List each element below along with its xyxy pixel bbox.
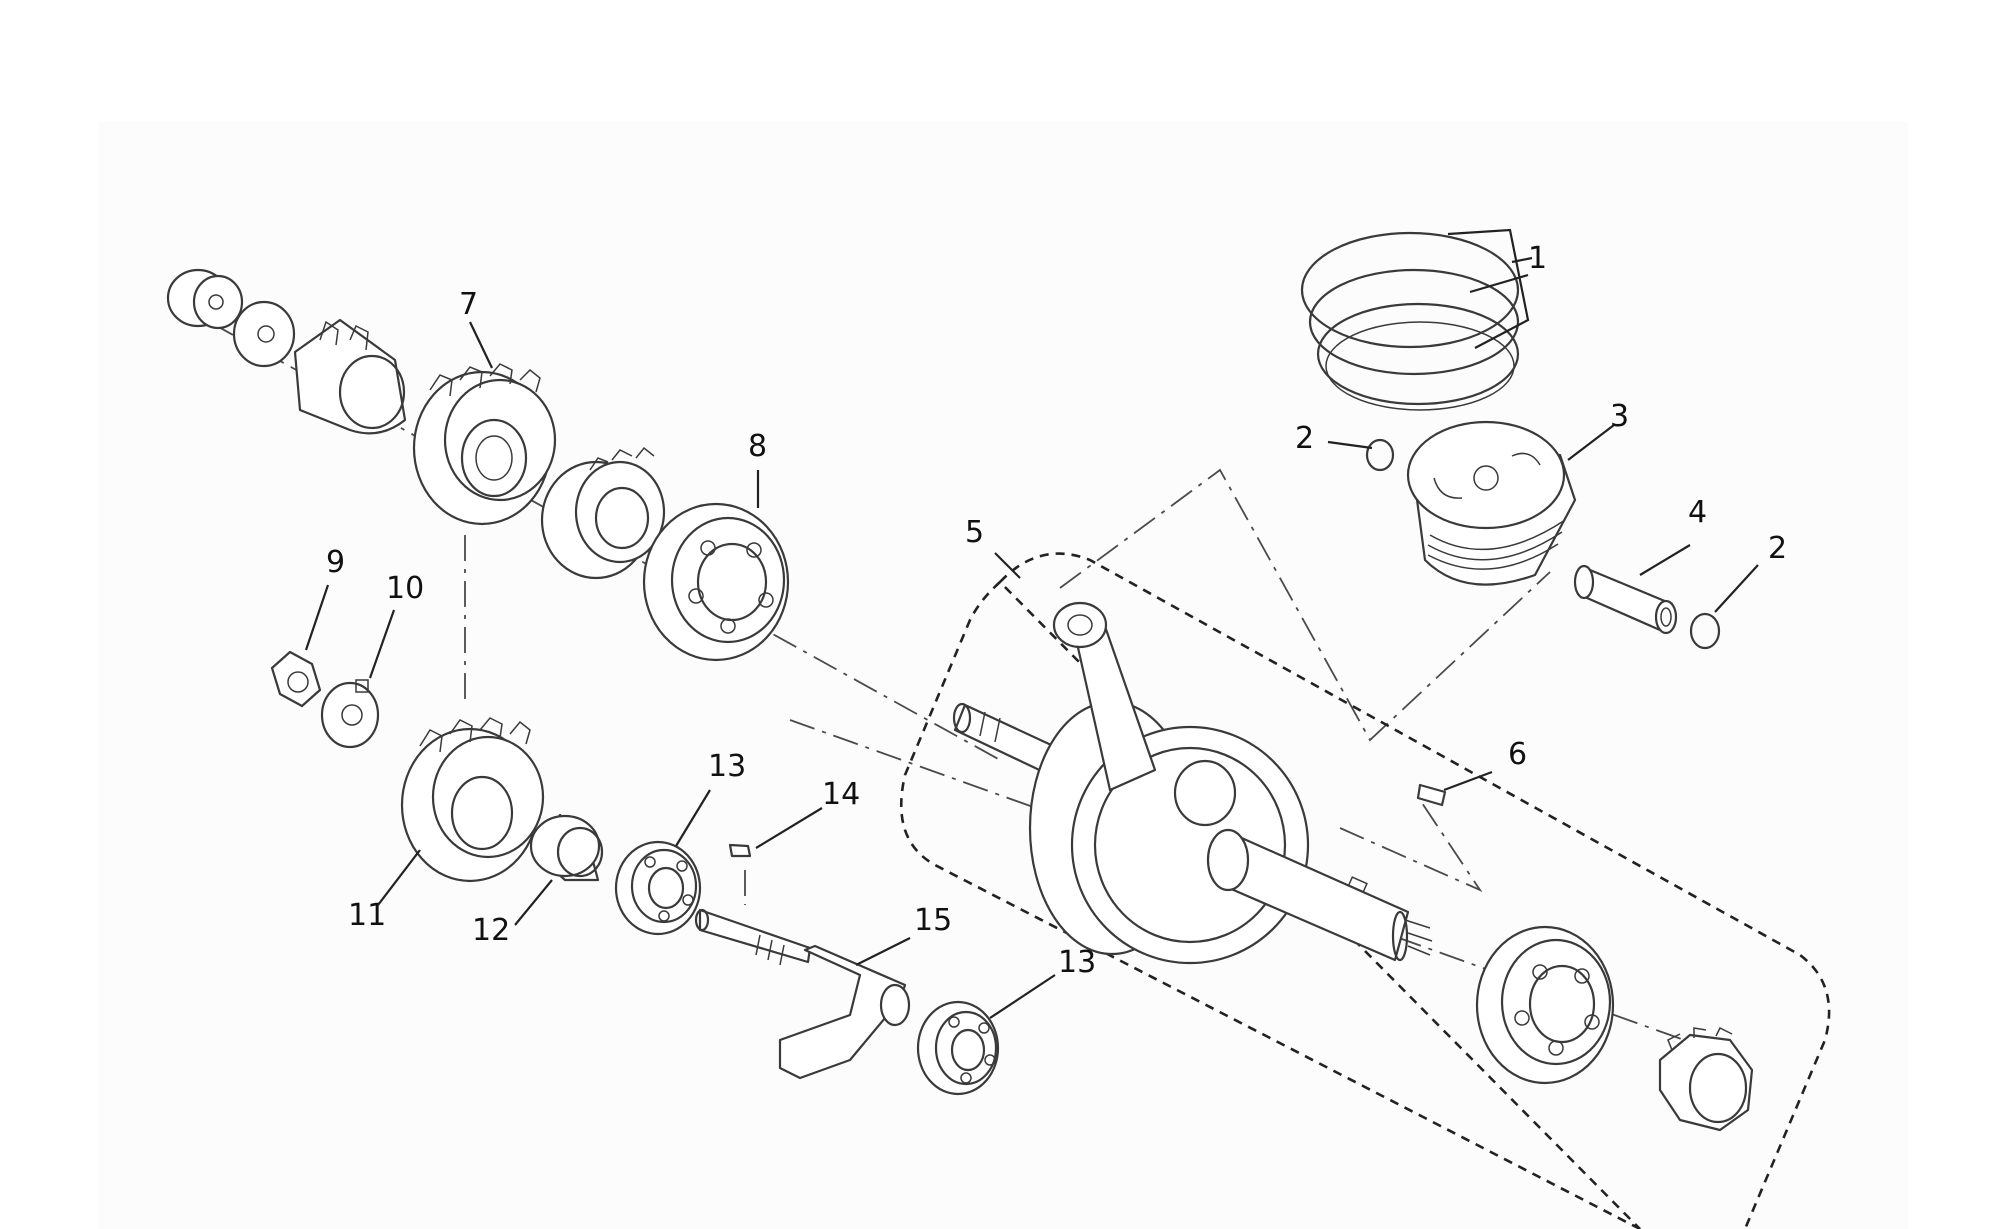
callout-12: 12 [472,913,510,948]
piston-pin [1573,564,1678,635]
callout-8: 8 [748,429,767,464]
upper-spacer-gear [540,446,666,580]
upper-nut-stack [166,268,296,368]
diagram-panel [98,122,1908,1229]
callout-3: 3 [1610,399,1629,434]
woodruff-key [1416,783,1447,807]
callout-11: 11 [348,898,386,933]
callout-4: 4 [1688,495,1707,530]
circlip-left [1365,438,1395,472]
callout-13-left: 13 [708,749,746,784]
upper-drive-gear [293,318,407,435]
callout-5: 5 [965,515,984,550]
bearing-balancer-right [916,1000,1000,1096]
callout-1: 1 [1528,241,1547,276]
callout-6: 6 [1508,737,1527,772]
balancer-key [728,843,752,858]
bearing-balancer-left [614,840,702,936]
main-bearing-right [1475,925,1615,1085]
callout-labels: 1 2 3 4 2 5 6 7 8 9 10 11 12 13 14 15 13 [326,241,1787,980]
leader-lines [304,228,1759,1019]
callout-15: 15 [914,903,952,938]
piston [1406,420,1577,586]
spacer-collar [529,813,604,882]
primary-driven-gear-lower [400,717,545,883]
callout-7: 7 [459,287,478,322]
crankshaft-assembly [952,601,1433,965]
balancer-shaft [694,908,911,1080]
nut [270,650,322,708]
crank-assembly-boundary [899,552,1831,1229]
lock-washer [320,679,380,749]
callout-14: 14 [822,777,860,812]
timing-sprocket [1658,1026,1754,1132]
piston-rings [1300,231,1520,411]
primary-drive-gear-upper [412,363,557,526]
callout-2-right: 2 [1768,531,1787,566]
callout-9: 9 [326,545,345,580]
circlip-right [1689,612,1721,650]
callout-13-right: 13 [1058,945,1096,980]
main-bearing-left [642,502,790,662]
callout-2-left: 2 [1295,421,1314,456]
callout-10: 10 [386,571,424,606]
